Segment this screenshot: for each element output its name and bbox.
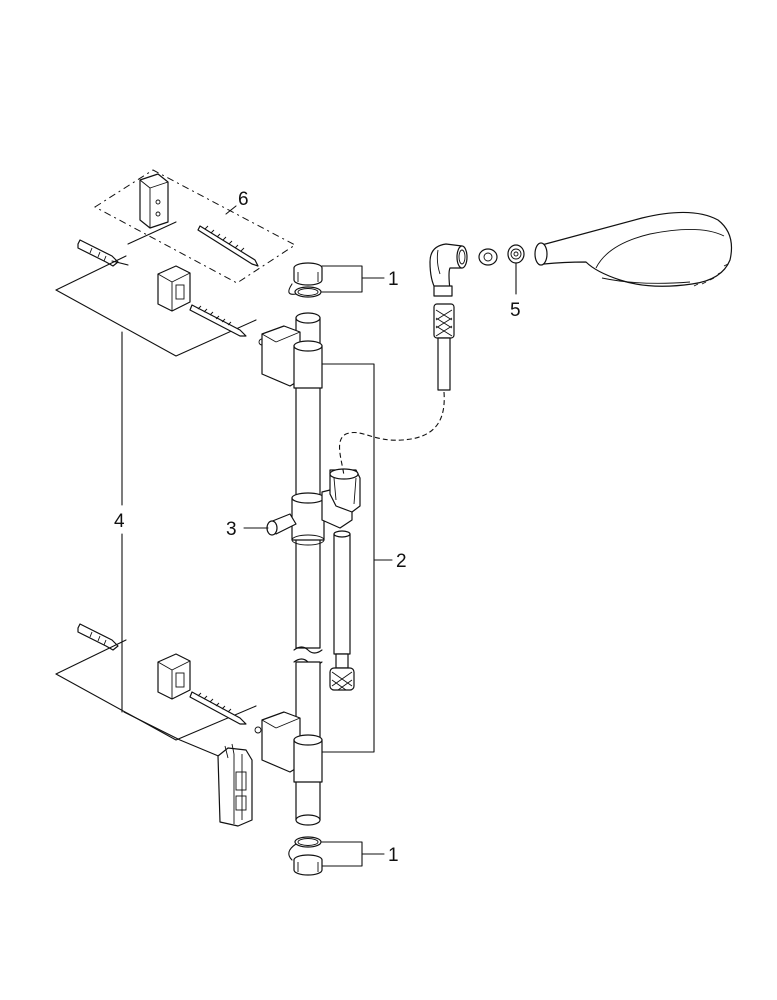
callout-6: 6 xyxy=(238,189,249,210)
callout-4: 4 xyxy=(114,511,125,532)
callout-1-top: 1 xyxy=(388,269,399,290)
callout-2: 2 xyxy=(396,551,407,572)
flow-restrictor-part-5 xyxy=(507,244,525,295)
callout-1-bottom: 1 xyxy=(388,845,399,866)
callout-5: 5 xyxy=(510,300,521,321)
slider-part-3 xyxy=(266,468,361,546)
spare-adapter xyxy=(217,743,253,827)
fixing-set-part-6 xyxy=(94,169,296,284)
callout-3: 3 xyxy=(226,519,237,540)
hand-shower-head xyxy=(534,211,733,287)
lower-wall-fixing xyxy=(55,623,262,761)
callout-leaders xyxy=(225,205,393,867)
upper-wall-fixing xyxy=(55,239,266,357)
elbow-connector xyxy=(429,243,468,297)
end-cap-bottom xyxy=(288,836,323,876)
shower-rail xyxy=(261,312,323,826)
end-cap-top xyxy=(288,262,323,298)
washer-seal xyxy=(478,248,498,266)
shower-hose xyxy=(329,303,455,691)
upper-wall-bracket xyxy=(261,325,323,389)
lower-wall-bracket xyxy=(261,711,323,783)
